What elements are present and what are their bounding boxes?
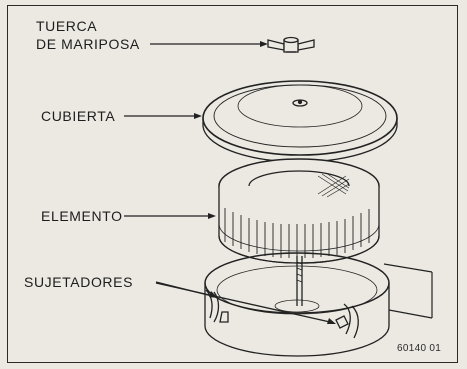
element-label: ELEMENTO xyxy=(41,208,123,224)
wing-nut-label-line1: TUERCA xyxy=(36,18,98,34)
cover-label: CUBIERTA xyxy=(41,108,116,124)
clamps-label: SUJETADORES xyxy=(24,274,134,290)
figure-code: 60140 01 xyxy=(397,343,442,354)
center-stud-illustration xyxy=(296,256,303,306)
cover-illustration xyxy=(202,80,398,163)
wing-nut-label-line2: DE MARIPOSA xyxy=(36,36,140,52)
wing-nut-illustration xyxy=(267,36,315,53)
filter-element-illustration xyxy=(218,158,380,264)
clamps-leader-b xyxy=(155,282,331,323)
figure-frame xyxy=(7,5,458,363)
housing-illustration xyxy=(204,252,433,357)
